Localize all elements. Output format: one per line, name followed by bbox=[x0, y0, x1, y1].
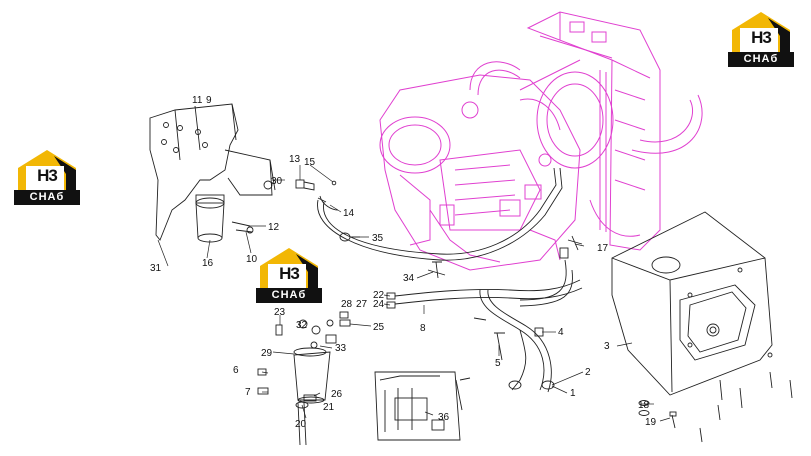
brand-logo-center: H3 CHAб bbox=[256, 246, 322, 304]
brand-logo-left: H3 CHAб bbox=[14, 148, 80, 206]
callout-28: 28 bbox=[341, 299, 353, 310]
callout-4: 4 bbox=[558, 327, 564, 338]
logo-mark: H3 bbox=[279, 264, 300, 283]
callout-21: 21 bbox=[323, 402, 335, 413]
callout-33: 33 bbox=[335, 343, 347, 354]
callout-7: 7 bbox=[245, 387, 251, 398]
callout-2: 2 bbox=[585, 367, 591, 378]
house-icon bbox=[732, 12, 790, 54]
leader-lines bbox=[157, 164, 671, 422]
callout-18: 18 bbox=[638, 400, 650, 411]
callout-22: 22 bbox=[373, 290, 385, 301]
callout-8: 8 bbox=[420, 323, 426, 334]
house-icon bbox=[18, 150, 76, 192]
callout-20: 20 bbox=[295, 419, 307, 430]
callout-25: 25 bbox=[373, 322, 385, 333]
logo-text: CHAб bbox=[256, 288, 322, 303]
callout-16: 16 bbox=[202, 258, 214, 269]
callout-5: 5 bbox=[495, 358, 501, 369]
callout-30: 30 bbox=[271, 176, 283, 187]
callout-10: 10 bbox=[246, 254, 258, 265]
mechanical-parts bbox=[149, 103, 793, 446]
callout-24: 24 bbox=[373, 299, 385, 310]
callout-31: 31 bbox=[150, 263, 162, 274]
callout-26: 26 bbox=[331, 389, 343, 400]
callout-14: 14 bbox=[343, 208, 355, 219]
callout-3: 3 bbox=[604, 341, 610, 352]
house-icon bbox=[260, 248, 318, 290]
callout-13: 13 bbox=[289, 154, 301, 165]
logo-text: CHAб bbox=[728, 52, 794, 67]
callout-1: 1 bbox=[570, 388, 576, 399]
callout-6: 6 bbox=[233, 365, 239, 376]
callout-19: 19 bbox=[645, 417, 657, 428]
callout-11: 11 bbox=[192, 95, 203, 106]
brand-logo-top-right: H3 CHAб bbox=[728, 10, 794, 68]
engine-assembly bbox=[379, 11, 703, 271]
callout-32: 32 bbox=[296, 320, 308, 331]
callout-34: 34 bbox=[403, 273, 415, 284]
callout-15: 15 bbox=[304, 157, 316, 168]
callout-9: 9 bbox=[206, 95, 212, 106]
callout-17: 17 bbox=[597, 243, 609, 254]
logo-text: CHAб bbox=[14, 190, 80, 205]
callout-35: 35 bbox=[372, 233, 384, 244]
callout-23: 23 bbox=[274, 307, 286, 318]
callout-labels: 1 2 3 4 5 6 7 8 9 10 11 12 13 14 15 16 1… bbox=[150, 95, 657, 430]
callout-36: 36 bbox=[438, 412, 450, 423]
callout-12: 12 bbox=[268, 222, 280, 233]
callout-27: 27 bbox=[356, 299, 368, 310]
logo-mark: H3 bbox=[37, 166, 58, 185]
logo-mark: H3 bbox=[751, 28, 772, 47]
callout-29: 29 bbox=[261, 348, 273, 359]
